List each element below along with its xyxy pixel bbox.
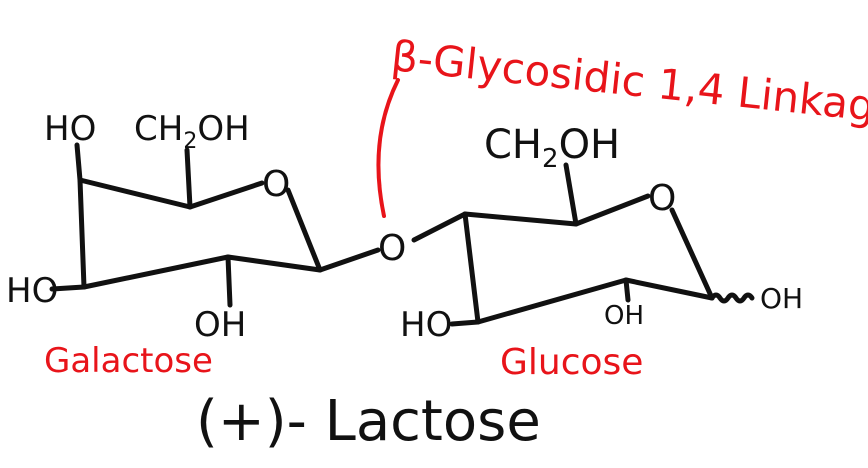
glucose-bond-c1-c2 [623, 277, 715, 301]
galactose-ring-oxygen: O [262, 164, 290, 205]
glucose-bond-o-c1 [669, 207, 715, 301]
galactose-bond-c2-oh [225, 254, 233, 308]
glucose-ring-oxygen: O [648, 178, 676, 219]
linkage-pointer-line [376, 78, 400, 218]
glucose-ch2oh-ch: CH [484, 122, 542, 168]
glucose-bond-bridge-c4 [411, 211, 468, 243]
glucose-ring [411, 162, 755, 327]
galactose-ring [49, 142, 381, 308]
galactose-label: Galactose [44, 341, 213, 381]
galactose-ho-top: HO [44, 109, 96, 149]
glucose-bond-c3-ho [449, 319, 481, 327]
glucose-oh-right: OH [760, 282, 803, 315]
galactose-bond-c1-c2 [225, 254, 323, 273]
glucose-ch2oh-top: CH2OH [484, 122, 620, 174]
galactose-oh-bottom: OH [194, 305, 246, 345]
galactose-ch2oh-top: CH2OH [134, 109, 250, 154]
glycosidic-bridge-oxygen: O [378, 228, 406, 269]
galactose-bond-c4-c5 [77, 177, 193, 210]
glucose-bond-c2-c3 [475, 277, 629, 325]
glucose-bond-c4-c5 [462, 211, 579, 227]
linkage-label: β-Glycosidic 1,4 Linkage [389, 31, 868, 133]
galactose-bond-c3-c4 [77, 177, 87, 290]
glucose-bond-c5-ch2oh [563, 162, 579, 227]
glucose-ch2oh-oh: OH [559, 122, 621, 168]
galactose-bond-c5-ch2oh [184, 147, 193, 210]
glucose-bond-c5-o [573, 193, 651, 227]
galactose-bond-c5-o [187, 180, 265, 210]
glucose-ch2oh-subscript: 2 [542, 144, 559, 174]
galactose-ch2oh-oh: OH [197, 109, 249, 149]
glucose-label: Glucose [500, 342, 643, 383]
galactose-bond-c2-c3 [81, 254, 231, 290]
galactose-bond-c1-bridge [317, 247, 381, 273]
galactose-bond-c4-ho [74, 142, 83, 183]
galactose-ho-left: HO [6, 271, 58, 311]
glucose-wavy-bond-c1-oh [709, 292, 755, 304]
galactose-ch2oh-ch: CH [134, 109, 183, 149]
galactose-bond-c3-ho [49, 284, 87, 292]
galactose-ch2oh-subscript: 2 [183, 129, 197, 154]
glucose-oh-bottom: OH [604, 301, 644, 331]
glucose-ho-bottom-left: HO [400, 305, 452, 345]
glucose-bond-c2-oh [623, 277, 631, 303]
glucose-bond-c3-c4 [462, 211, 481, 325]
molecule-title: (+)- Lactose [196, 389, 541, 454]
galactose-bond-o-c1 [285, 187, 323, 273]
